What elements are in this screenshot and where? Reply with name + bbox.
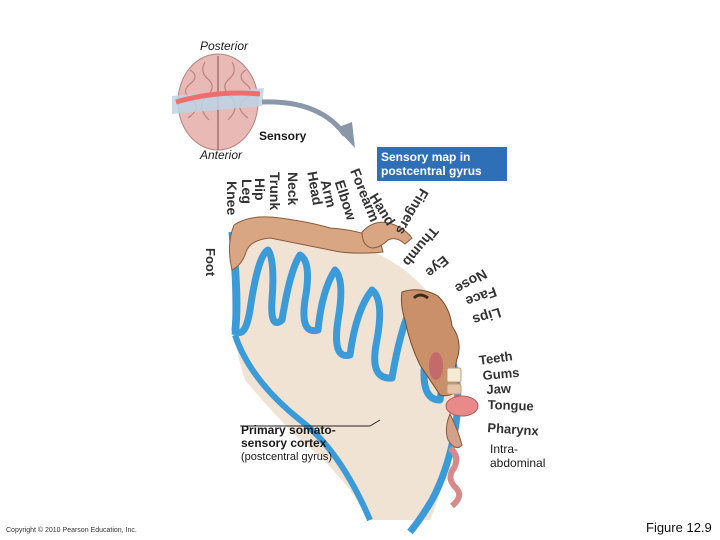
sensory-map-callout: Sensory map in postcentral gyrus <box>377 147 507 181</box>
brain-top-view-icon <box>172 53 264 151</box>
cortex-caption-line2: sensory cortex <box>241 436 327 450</box>
label-knee: Knee <box>224 181 240 216</box>
homunculus-figure <box>228 216 479 509</box>
label-foot: Foot <box>203 248 218 277</box>
label-jaw: Jaw <box>486 380 512 397</box>
label-intra-abdominal: Intra-abdominal <box>490 442 546 470</box>
anterior-label: Anterior <box>200 148 243 162</box>
figure-number: Figure 12.9 <box>646 520 712 535</box>
label-neck: Neck <box>285 172 301 206</box>
cortex-caption-line1: Primary somato- <box>241 423 336 437</box>
cortex-caption-line3: (postcentral gyrus) <box>241 451 333 463</box>
sensory-label: Sensory <box>259 129 307 143</box>
label-hip: Hip <box>252 178 268 201</box>
copyright: Copyright © 2010 Pearson Education, Inc. <box>6 527 137 534</box>
label-tongue: Tongue <box>487 397 534 414</box>
posterior-label: Posterior <box>200 39 249 53</box>
label-trunk: Trunk <box>267 172 283 211</box>
